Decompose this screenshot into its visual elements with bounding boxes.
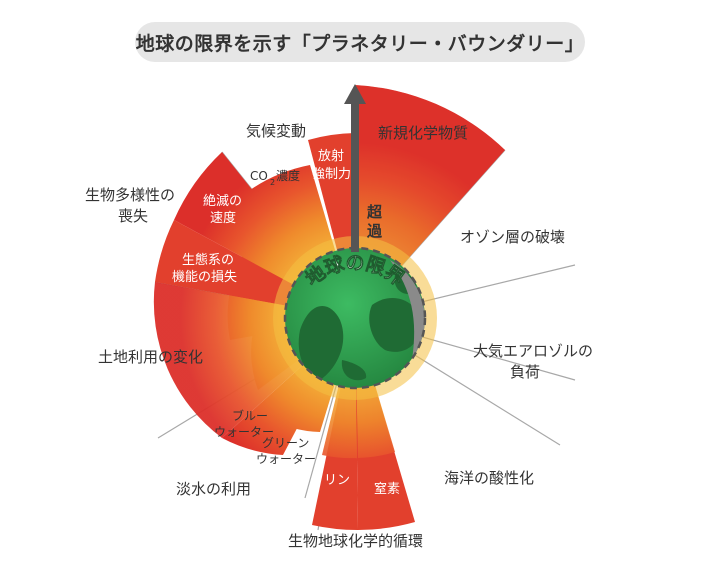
label-nitrogen: 窒素 (374, 481, 400, 497)
label-aerosol-1: 大気エアロゾルの (473, 342, 593, 360)
label-co2-b: 濃度 (276, 168, 300, 183)
label-biodiversity-1: 生物多様性の (85, 186, 175, 204)
exceeded-arrow (344, 84, 366, 252)
label-climate-change: 気候変動 (246, 122, 306, 140)
globe (283, 246, 427, 390)
label-land-use: 土地利用の変化 (98, 348, 203, 366)
label-ecosystem-1: 生態系の (182, 252, 234, 268)
label-ozone: オゾン層の破壊 (460, 228, 565, 246)
label-exceeded-1: 超 (366, 203, 383, 221)
label-green-water-1: グリーン (262, 436, 309, 450)
label-phosphorus: リン (324, 473, 350, 488)
label-extinction-2: 速度 (210, 210, 236, 226)
label-biogeochemical: 生物地球化学的循環 (288, 532, 423, 550)
label-ecosystem-2: 機能の損失 (172, 270, 237, 285)
label-green-water-2: ウォーター (256, 452, 316, 466)
label-co2-a: CO (250, 169, 268, 183)
label-radiative-1: 放射 (318, 148, 344, 164)
label-aerosol-2: 負荷 (510, 363, 540, 381)
title-banner: 地球の限界を示す「プラネタリー・バウンダリー」 (135, 22, 585, 62)
label-extinction-1: 絶滅の (203, 193, 242, 209)
label-co2-sub: 2 (270, 178, 275, 187)
label-freshwater: 淡水の利用 (176, 480, 251, 498)
label-blue-water-1: ブルー (232, 408, 268, 423)
label-blue-water-2: ウォーター (214, 425, 274, 439)
label-exceeded-2: 過 (366, 222, 383, 240)
title-text: 地球の限界を示す「プラネタリー・バウンダリー」 (135, 32, 585, 55)
label-ocean-acidification: 海洋の酸性化 (444, 469, 534, 487)
label-radiative-2: 強制力 (312, 167, 351, 182)
label-novel-entities: 新規化学物質 (378, 124, 468, 142)
label-biodiversity-2: 喪失 (118, 207, 148, 225)
